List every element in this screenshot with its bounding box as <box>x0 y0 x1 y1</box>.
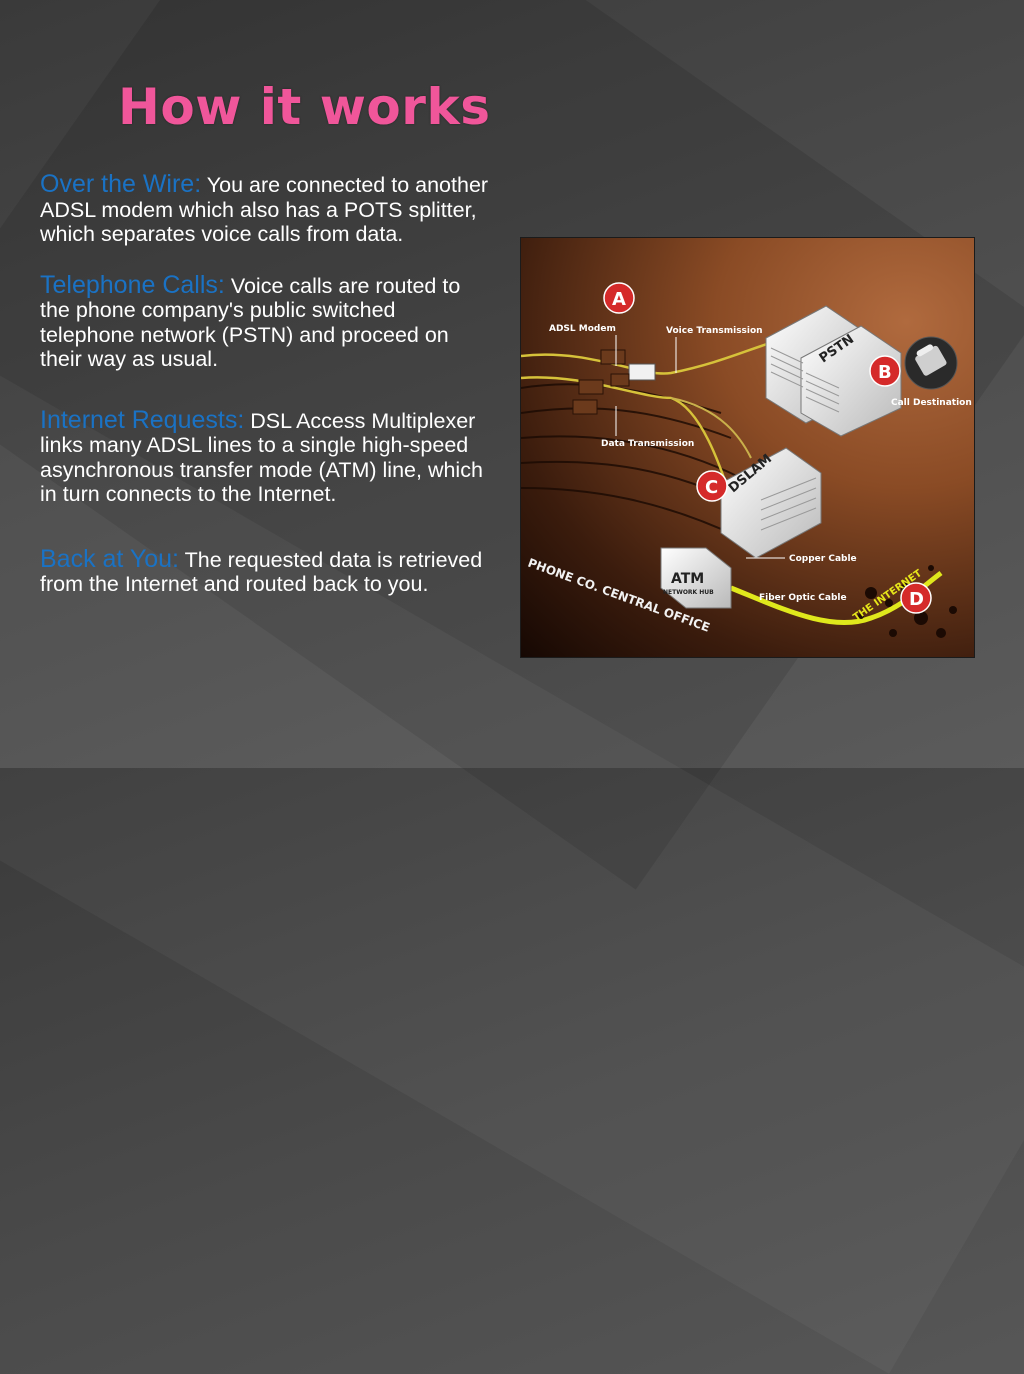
bullet-text: Voice calls are routed to the phone comp… <box>40 273 461 372</box>
bullet-back-at-you: Back at You: The requested data is retri… <box>40 544 495 597</box>
bullet-text: DSL Access Multiplexer links many ADSL l… <box>40 408 483 507</box>
telephone-icon <box>904 336 958 390</box>
voice-transmission-label: Voice Transmission <box>666 326 763 336</box>
voice-line <box>521 336 787 375</box>
adsl-diagram-svg: PSTN DSLAM ATM NETWORK HUB <box>521 282 972 638</box>
marker-d: D <box>900 582 932 614</box>
bullet-lead: Telephone Calls: <box>40 270 225 299</box>
bullet-lead: Internet Requests: <box>40 405 245 434</box>
bullet-text: You are connected to another ADSL modem … <box>40 173 489 246</box>
copper-cable-label: Copper Cable <box>789 554 857 564</box>
bullet-over-the-wire: Over the Wire: You are connected to anot… <box>40 172 495 247</box>
marker-c-letter: C <box>705 477 718 498</box>
call-destination-label: Call Destination <box>891 398 972 408</box>
bullet-lead: Over the Wire: <box>40 170 202 198</box>
marker-c: C <box>696 470 728 502</box>
dslam-unit: DSLAM <box>720 447 822 559</box>
data-line <box>521 376 733 499</box>
atm-label: ATM <box>671 571 704 587</box>
fiber-optic-cable-label: Fiber Optic Cable <box>759 593 847 603</box>
data-transmission-label: Data Transmission <box>601 439 694 449</box>
modem-stack <box>572 349 656 415</box>
copper-link-line <box>670 397 752 459</box>
marker-b-letter: B <box>878 362 892 383</box>
marker-a-letter: A <box>612 289 626 310</box>
internet-dots <box>858 565 957 638</box>
bullet-text: The requested data is retrieved from the… <box>40 547 483 597</box>
marker-a: A <box>603 282 635 314</box>
network-hub-label: NETWORK HUB <box>663 589 714 596</box>
atm-hub: ATM NETWORK HUB <box>660 547 732 609</box>
bullet-telephone-calls: Telephone Calls: Voice calls are routed … <box>40 270 495 372</box>
adsl-modem-label: ADSL Modem <box>549 324 616 334</box>
marker-d-letter: D <box>909 589 924 610</box>
marker-b: B <box>869 355 901 387</box>
slide-title: How it works <box>118 78 491 136</box>
pstn-building: PSTN <box>765 305 902 437</box>
bullet-list: Over the Wire: You are connected to anot… <box>40 172 495 625</box>
bullet-lead: Back at You: <box>40 544 180 573</box>
bullet-internet-requests: Internet Requests: DSL Access Multiplexe… <box>40 405 495 507</box>
adsl-diagram: PSTN DSLAM ATM NETWORK HUB <box>520 237 975 658</box>
